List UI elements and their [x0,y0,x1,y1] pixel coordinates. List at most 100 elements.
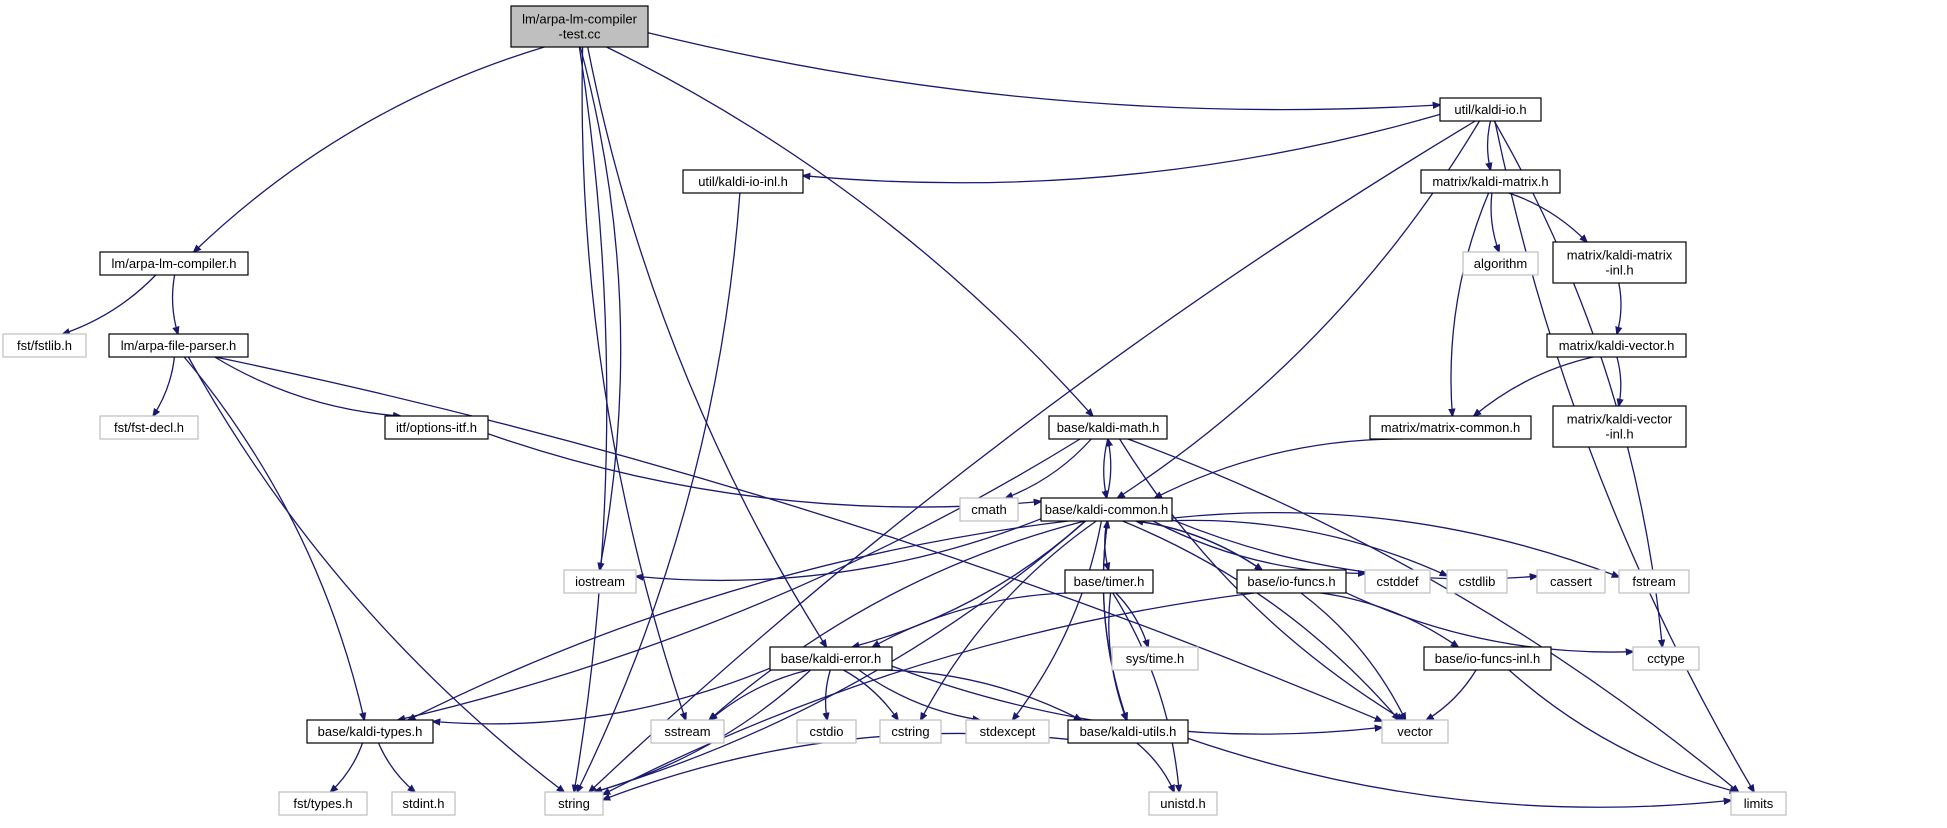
node-kaldi-matrix-inl[interactable]: matrix/kaldi-matrix-inl.h [1552,241,1687,284]
edge-kaldi_common-to-cstddef [1152,520,1365,574]
edge-line [1119,438,1404,720]
edge-kaldi_io-to-kaldi_matrix [1488,120,1491,170]
node-label: base/timer.h [1074,574,1145,589]
edge-kaldi_matrix-to-kaldi_matrix_inl [1508,192,1587,242]
node-io-funcs[interactable]: base/io-funcs.h [1236,569,1347,594]
edge-line [595,520,1087,792]
node-box [1381,719,1449,744]
node-io-funcs-inl[interactable]: base/io-funcs-inl.h [1423,646,1552,671]
node-kaldi-common[interactable]: base/kaldi-common.h [1040,497,1173,522]
node-box [99,251,249,276]
edge-line [1115,592,1148,647]
edge-line [594,669,812,792]
node-kaldi-io-inl[interactable]: util/kaldi-io-inl.h [682,169,804,194]
edge-line [647,32,1440,111]
edge-line [408,520,1069,720]
node-kaldi-vector-inl[interactable]: matrix/kaldi-vector-inl.h [1552,405,1687,448]
node-label: lm/arpa-lm-compiler.h [112,256,237,271]
edge-kaldi_utils-to-kaldi_common [1102,521,1128,721]
node-box [650,719,725,744]
edge-line [1102,521,1128,721]
node-kaldi-vector[interactable]: matrix/kaldi-vector.h [1546,333,1687,358]
node-label: iostream [575,574,625,589]
node-box [2,333,87,358]
node-label: -test.cc [559,27,601,42]
node-kaldi-types[interactable]: base/kaldi-types.h [306,719,434,744]
edge-kaldi_utils-to-limits [1187,737,1731,808]
node-cmath: cmath [959,497,1019,522]
edge-kaldi_error-to-string [594,669,812,792]
node-options-itf[interactable]: itf/options-itf.h [384,415,489,440]
edge-kaldi_math-to-kaldi_common [1104,438,1108,498]
edge-kaldi_math-to-vector [1119,438,1404,720]
edge-line [858,669,980,720]
node-box [1040,497,1173,522]
node-kaldi-io[interactable]: util/kaldi-io.h [1439,97,1542,122]
edge-line [1187,737,1731,808]
node-label: base/io-funcs-inl.h [1435,651,1541,666]
edge-kaldi_utils-to-unistd [1136,742,1174,792]
node-kaldi-matrix[interactable]: matrix/kaldi-matrix.h [1420,169,1561,194]
edge-kaldi_common-to-cstring [921,520,1097,720]
edge-line [487,433,1041,508]
node-kaldi-utils[interactable]: base/kaldi-utils.h [1067,719,1189,744]
node-box [563,569,637,594]
node-label: stdint.h [403,796,445,811]
node-label: itf/options-itf.h [396,420,477,435]
edge-arpa_lm_compiler-to-fstlib [63,274,157,334]
edge-line [1616,356,1621,406]
edge-line [1426,669,1477,720]
edge-timer-to-sys_time [1115,592,1148,647]
edge-line [1165,519,1447,575]
node-iostream: iostream [563,569,637,594]
edge-kaldi_io-to-cctype [1493,120,1662,647]
node-box [391,791,456,816]
node-label: base/kaldi-error.h [781,651,881,666]
node-label: matrix/matrix-common.h [1381,420,1520,435]
edge-line [636,518,1042,582]
node-fst-decl: fst/fst-decl.h [99,415,199,440]
edge-root-to-kaldi_io [647,32,1440,111]
node-cstring: cstring [879,719,942,744]
node-box [796,719,857,744]
edge-io_funcs-to-kaldi_common [1136,521,1263,571]
node-matrix-common[interactable]: matrix/matrix-common.h [1369,415,1532,440]
node-label: -inl.h [1605,263,1633,278]
node-label: string [558,796,590,811]
node-box [1446,569,1508,594]
edge-kaldi_common-to-string [595,520,1087,792]
node-arpa-lm-compiler[interactable]: lm/arpa-lm-compiler.h [99,251,249,276]
edge-line [1493,120,1662,647]
edge-line [153,356,176,416]
node-box [1369,415,1532,440]
edge-line [579,46,622,570]
node-box [959,497,1019,522]
edge-line [1155,438,1403,498]
node-label: algorithm [1474,256,1527,271]
node-label: base/kaldi-common.h [1045,502,1169,517]
edge-kaldi_vector-to-matrix_common [1474,356,1594,416]
node-timer[interactable]: base/timer.h [1064,569,1154,594]
edge-kaldi_matrix_inl-to-kaldi_vector [1617,282,1621,334]
edge-kaldi_error-to-sstream [710,669,809,720]
edge-kaldi_common-to-kaldi_utils [1102,520,1127,720]
node-algorithm: algorithm [1462,251,1539,276]
node-string: string [544,791,604,816]
node-limits: limits [1730,791,1787,816]
node-box [1462,251,1539,276]
edge-line [377,742,416,792]
node-root[interactable]: lm/arpa-lm-compiler-test.cc [510,5,649,48]
node-stdint: stdint.h [391,791,456,816]
edge-kaldi_common-to-kaldi_error [852,520,1086,647]
edge-line [843,669,899,720]
node-unistd: unistd.h [1148,791,1218,816]
node-cassert: cassert [1536,569,1606,594]
edge-line [194,46,545,252]
node-label: cstdlib [1459,574,1496,589]
node-kaldi-math[interactable]: base/kaldi-math.h [1048,415,1168,440]
edge-line [1474,356,1594,416]
node-kaldi-error[interactable]: base/kaldi-error.h [769,646,893,671]
edge-kaldi_io-to-limits [1494,120,1754,792]
edge-kaldi_error-to-cstdio [826,669,831,720]
node-arpa-file-parser[interactable]: lm/arpa-file-parser.h [108,333,249,358]
